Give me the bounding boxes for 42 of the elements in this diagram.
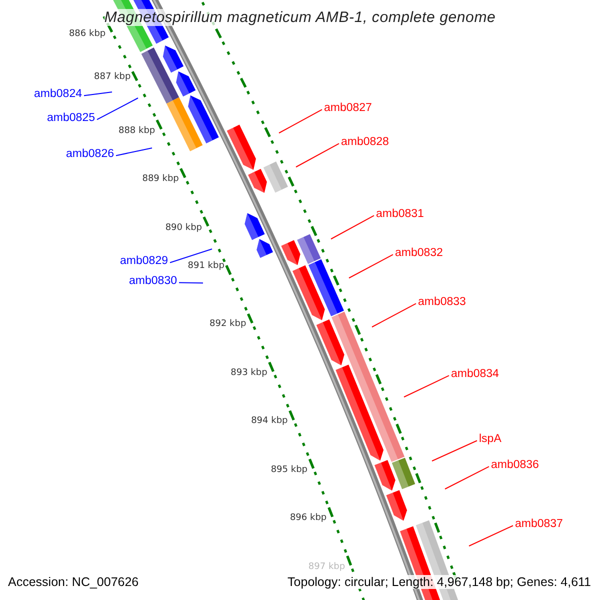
leader-line	[170, 248, 212, 264]
leader-line	[278, 109, 322, 134]
leader-line	[296, 143, 340, 168]
leader-line	[96, 98, 138, 120]
leader-line	[468, 525, 514, 546]
leader-line	[116, 148, 152, 156]
genome-info-text: Topology: circular; Length: 4,967,148 bp; Genes: 4,611	[288, 575, 591, 590]
scale-label: 894 kbp	[251, 416, 288, 427]
gene-label: amb0836	[491, 459, 539, 472]
scale-label: 886 kbp	[68, 28, 106, 39]
gene-label: amb0828	[341, 136, 389, 150]
gene-label: amb0829	[120, 255, 168, 268]
leader-line	[432, 440, 478, 462]
scale-label: 896 kbp	[290, 513, 327, 524]
leader-line	[404, 375, 450, 398]
gene-label: amb0824	[34, 88, 82, 102]
leader-line	[348, 254, 394, 278]
leader-line	[84, 92, 112, 96]
scale-label: 895 kbp	[270, 464, 308, 476]
gene-label: lspA	[479, 433, 502, 446]
gene-label: amb0833	[418, 296, 466, 310]
gene-label: amb0831	[376, 208, 424, 222]
scale-label: 891 kbp	[188, 260, 224, 272]
gene-label: amb0834	[451, 368, 499, 382]
gene-label: amb0830	[129, 275, 177, 288]
scale-label: 887 kbp	[94, 72, 131, 82]
scale-label: 897 kbp	[308, 562, 346, 572]
gene-label: amb0826	[66, 148, 114, 162]
scale-label: 890 kbp	[165, 222, 202, 233]
leader-line	[178, 282, 204, 284]
leader-line	[330, 215, 374, 240]
leader-line	[372, 303, 416, 328]
scale-label: 893 kbp	[230, 368, 268, 378]
gene-label: amb0825	[47, 112, 95, 126]
scale-label: 888 kbp	[118, 126, 156, 136]
accession-text: Accession: NC_007626	[8, 575, 139, 590]
scale-label: 892 kbp	[210, 319, 246, 330]
gene-label: amb0832	[395, 247, 443, 260]
gene-label: amb0827	[324, 102, 372, 116]
gene-label: amb0837	[515, 518, 563, 532]
leader-line	[444, 466, 490, 490]
scale-label: 889 kbp	[142, 174, 179, 184]
